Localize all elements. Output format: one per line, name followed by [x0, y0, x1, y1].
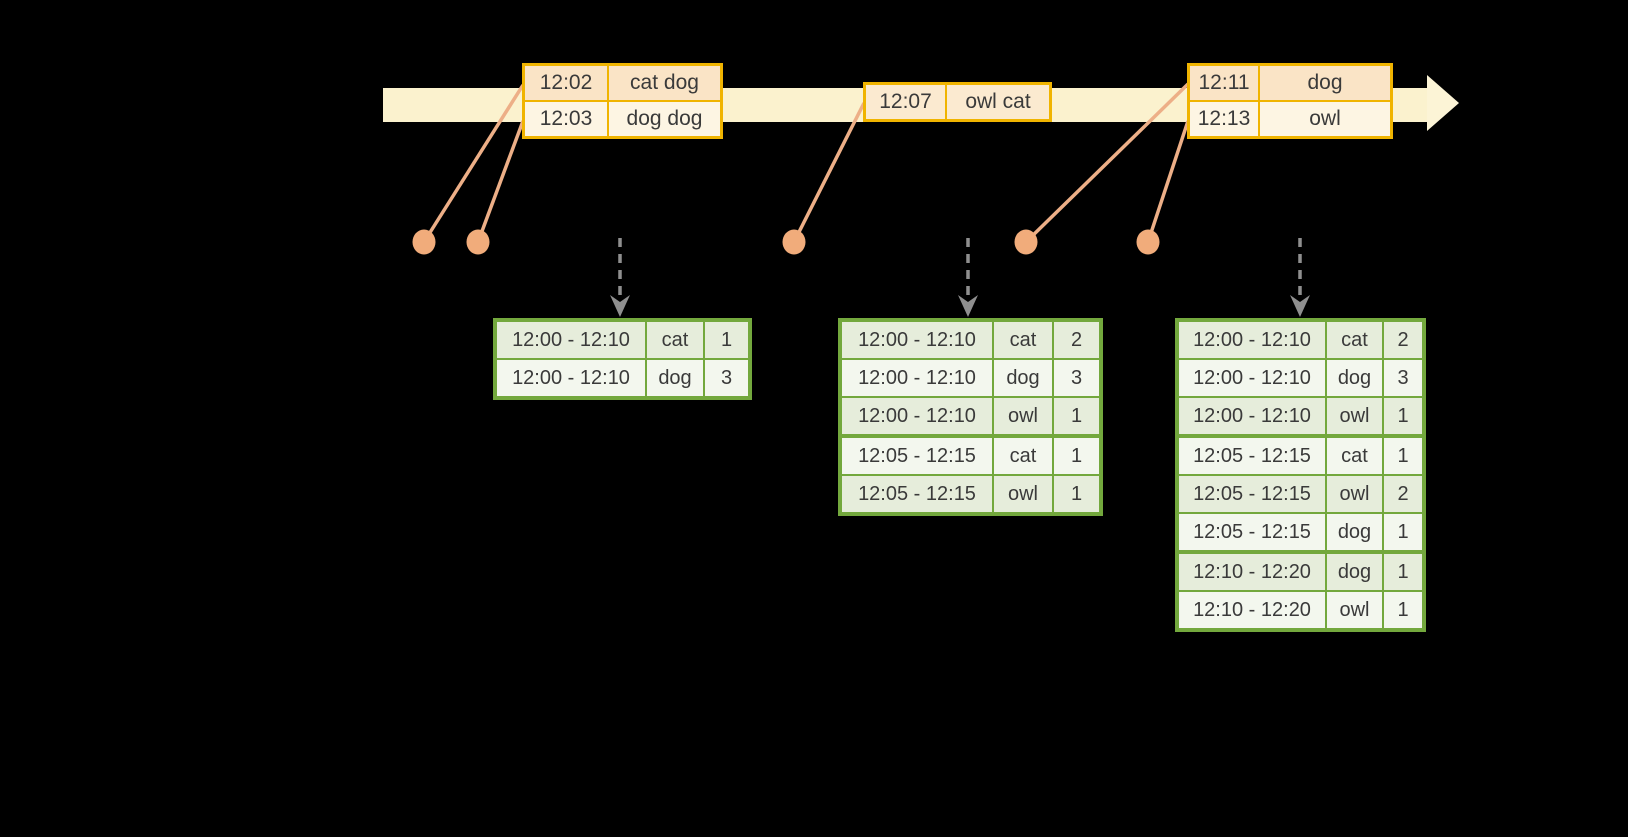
window-cell: 12:00 - 12:10	[497, 322, 645, 358]
event-time: 12:11	[1190, 66, 1258, 100]
count-cell: 3	[1384, 360, 1422, 396]
window-cell: 12:10 - 12:20	[1179, 554, 1325, 590]
word-cell: cat	[994, 438, 1052, 474]
word-cell: owl	[1327, 476, 1382, 512]
count-cell: 2	[1054, 322, 1099, 358]
word-cell: dog	[647, 360, 703, 396]
table-row: 12:00 - 12:10 owl 1	[1179, 398, 1422, 434]
table-row: 12:05 - 12:15 dog 1	[1179, 514, 1422, 550]
connector-line	[792, 102, 866, 243]
count-cell: 1	[1384, 592, 1422, 628]
result-table-1: 12:00 - 12:10 cat 1 12:00 - 12:10 dog 3	[493, 318, 752, 400]
event-row: 12:07 owl cat	[866, 85, 1049, 119]
count-cell: 1	[1054, 398, 1099, 434]
event-dots	[412, 229, 1160, 255]
count-cell: 1	[1384, 554, 1422, 590]
word-cell: dog	[1327, 514, 1382, 550]
table-row: 12:00 - 12:10 cat 2	[842, 322, 1099, 358]
window-cell: 12:00 - 12:10	[842, 360, 992, 396]
count-cell: 1	[1384, 514, 1422, 550]
event-words: cat dog	[609, 66, 720, 100]
event-row: 12:02 cat dog	[525, 66, 720, 100]
window-cell: 12:00 - 12:10	[1179, 360, 1325, 396]
window-cell: 12:10 - 12:20	[1179, 592, 1325, 628]
timeline-arrowhead-icon	[1427, 75, 1459, 131]
connector-lines	[422, 82, 1190, 244]
count-cell: 3	[705, 360, 748, 396]
window-cell: 12:00 - 12:10	[1179, 398, 1325, 434]
word-cell: dog	[1327, 554, 1382, 590]
count-cell: 2	[1384, 476, 1422, 512]
table-row: 12:00 - 12:10 dog 3	[1179, 360, 1422, 396]
word-cell: owl	[1327, 398, 1382, 434]
count-cell: 1	[705, 322, 748, 358]
word-cell: cat	[994, 322, 1052, 358]
connector-line	[422, 84, 525, 243]
event-row: 12:13 owl	[1190, 102, 1390, 136]
window-cell: 12:05 - 12:15	[1179, 476, 1325, 512]
table-row: 12:00 - 12:10 cat 2	[1179, 322, 1422, 358]
connector-line	[476, 120, 525, 243]
event-time: 12:13	[1190, 102, 1258, 136]
event-words: dog dog	[609, 102, 720, 136]
result-table-2: 12:00 - 12:10 cat 2 12:00 - 12:10 dog 3 …	[838, 318, 1103, 516]
word-cell: owl	[994, 476, 1052, 512]
window-cell: 12:00 - 12:10	[842, 322, 992, 358]
event-time: 12:03	[525, 102, 607, 136]
count-cell: 2	[1384, 322, 1422, 358]
table-row: 12:00 - 12:10 dog 3	[842, 360, 1099, 396]
arrow-down-icon	[958, 295, 978, 317]
event-dot	[782, 229, 806, 255]
connector-line	[1024, 82, 1190, 244]
count-cell: 1	[1384, 438, 1422, 474]
event-dot	[466, 229, 490, 255]
window-cell: 12:00 - 12:10	[1179, 322, 1325, 358]
table-row: 12:00 - 12:10 cat 1	[497, 322, 748, 358]
table-row: 12:05 - 12:15 owl 2	[1179, 476, 1422, 512]
event-time: 12:02	[525, 66, 607, 100]
event-table-2: 12:07 owl cat	[863, 82, 1052, 122]
event-row: 12:03 dog dog	[525, 102, 720, 136]
count-cell: 1	[1054, 476, 1099, 512]
table-row: 12:10 - 12:20 owl 1	[1179, 592, 1422, 628]
result-table-3: 12:00 - 12:10 cat 2 12:00 - 12:10 dog 3 …	[1175, 318, 1426, 632]
table-row: 12:00 - 12:10 dog 3	[497, 360, 748, 396]
count-cell: 1	[1384, 398, 1422, 434]
count-cell: 3	[1054, 360, 1099, 396]
word-cell: dog	[994, 360, 1052, 396]
event-dot	[1014, 229, 1038, 255]
arrow-down-icon	[610, 295, 630, 317]
arrow-down-icon	[1290, 295, 1310, 317]
event-words: dog	[1260, 66, 1390, 100]
window-cell: 12:00 - 12:10	[842, 398, 992, 434]
event-words: owl cat	[947, 85, 1049, 119]
event-table-1: 12:02 cat dog 12:03 dog dog	[522, 63, 723, 139]
event-row: 12:11 dog	[1190, 66, 1390, 100]
word-cell: cat	[647, 322, 703, 358]
table-row: 12:05 - 12:15 cat 1	[842, 438, 1099, 474]
event-dot	[412, 229, 436, 255]
window-cell: 12:05 - 12:15	[842, 438, 992, 474]
word-cell: owl	[1327, 592, 1382, 628]
trigger-arrows	[610, 238, 1310, 317]
word-cell: dog	[1327, 360, 1382, 396]
window-cell: 12:05 - 12:15	[842, 476, 992, 512]
window-cell: 12:05 - 12:15	[1179, 438, 1325, 474]
event-table-3: 12:11 dog 12:13 owl	[1187, 63, 1393, 139]
count-cell: 1	[1054, 438, 1099, 474]
word-cell: cat	[1327, 438, 1382, 474]
window-cell: 12:00 - 12:10	[497, 360, 645, 396]
window-cell: 12:05 - 12:15	[1179, 514, 1325, 550]
table-row: 12:10 - 12:20 dog 1	[1179, 554, 1422, 590]
table-row: 12:00 - 12:10 owl 1	[842, 398, 1099, 434]
event-words: owl	[1260, 102, 1390, 136]
table-row: 12:05 - 12:15 cat 1	[1179, 438, 1422, 474]
event-time: 12:07	[866, 85, 945, 119]
connector-line	[1146, 120, 1190, 243]
event-dot	[1136, 229, 1160, 255]
word-cell: owl	[994, 398, 1052, 434]
word-cell: cat	[1327, 322, 1382, 358]
table-row: 12:05 - 12:15 owl 1	[842, 476, 1099, 512]
